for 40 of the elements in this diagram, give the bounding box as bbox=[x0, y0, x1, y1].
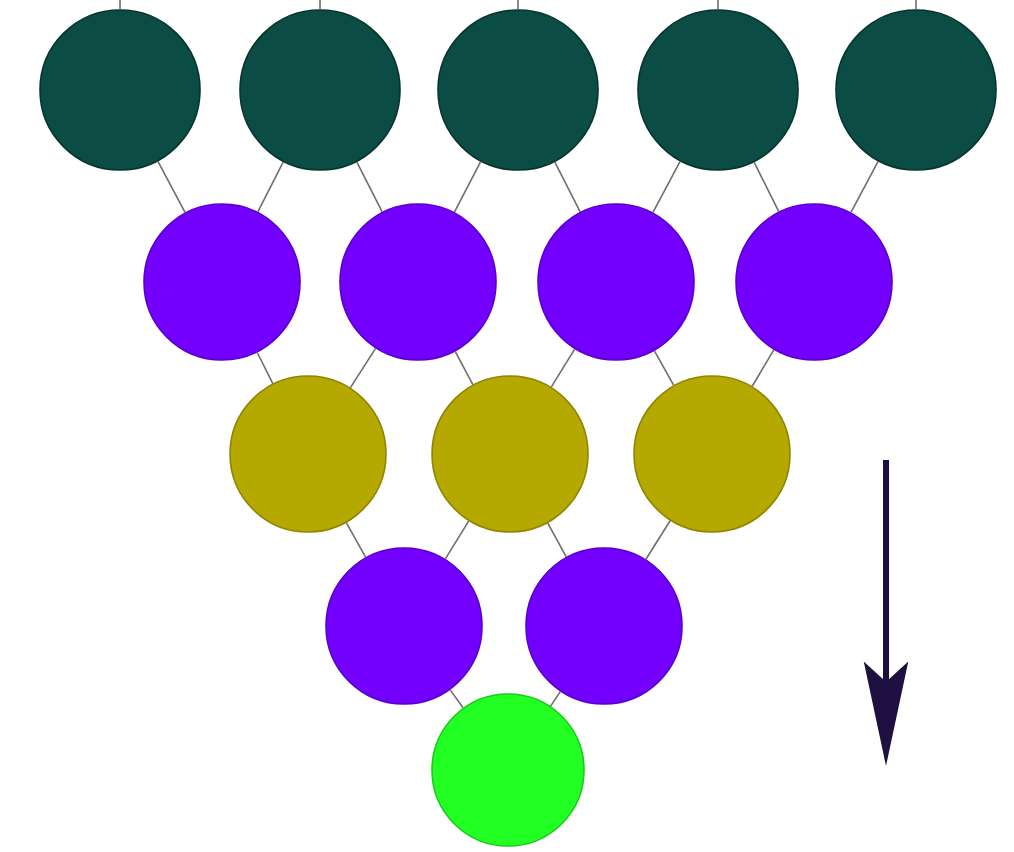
circle-node bbox=[633, 375, 791, 533]
connector-line bbox=[345, 522, 367, 558]
connector-line bbox=[652, 160, 681, 214]
connector-line bbox=[119, 0, 121, 10]
circle-node bbox=[835, 9, 997, 171]
circle-node bbox=[537, 203, 695, 361]
connector-line bbox=[653, 350, 675, 386]
connector-line bbox=[256, 351, 274, 385]
connector-line bbox=[454, 350, 474, 386]
connector-line bbox=[550, 348, 576, 388]
circle-node bbox=[143, 203, 301, 361]
connector-line bbox=[157, 160, 186, 214]
circle-node bbox=[431, 693, 585, 847]
connector-line bbox=[453, 160, 482, 213]
circle-node bbox=[325, 547, 483, 705]
connector-line bbox=[547, 522, 567, 558]
circle-node bbox=[39, 9, 201, 171]
connector-line bbox=[449, 689, 464, 709]
circle-node bbox=[437, 9, 599, 171]
connector-line bbox=[349, 347, 377, 389]
connector-line bbox=[517, 0, 519, 10]
connector-line bbox=[549, 690, 562, 707]
connector-line bbox=[753, 161, 780, 213]
circle-node bbox=[339, 203, 497, 361]
circle-node bbox=[735, 203, 893, 361]
circle-node bbox=[229, 375, 387, 533]
connector-line bbox=[645, 519, 671, 561]
connector-line bbox=[319, 0, 321, 10]
connector-line bbox=[444, 520, 470, 560]
connector-line bbox=[553, 161, 581, 213]
connector-line bbox=[751, 349, 775, 388]
circle-node bbox=[239, 9, 401, 171]
connector-line bbox=[915, 0, 917, 10]
connector-line bbox=[850, 160, 879, 214]
connector-line bbox=[257, 161, 285, 213]
circle-node bbox=[431, 375, 589, 533]
connector-line bbox=[717, 0, 719, 10]
connector-line bbox=[355, 161, 383, 213]
circle-node bbox=[637, 9, 799, 171]
circle-node bbox=[525, 547, 683, 705]
